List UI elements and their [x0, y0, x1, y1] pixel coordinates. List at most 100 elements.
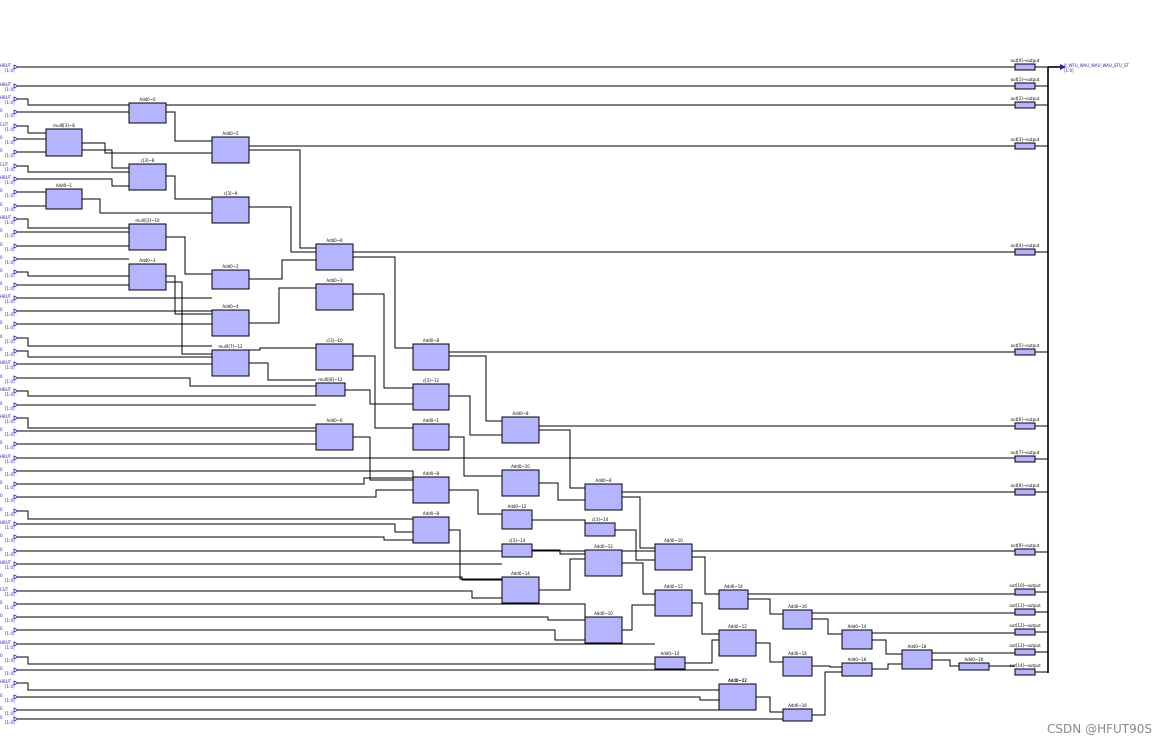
output-buffer[interactable]: out[3]~output	[1011, 137, 1048, 150]
output-buffer[interactable]: out[8]~output	[1011, 483, 1048, 496]
logic-cell[interactable]: Add0~6	[315, 238, 354, 271]
logic-cell[interactable]: Add0~6	[315, 418, 354, 451]
logic-cell[interactable]: Add0~14	[718, 584, 749, 610]
input-port[interactable]: 0[1:0]	[0, 202, 19, 212]
output-buffer[interactable]: out[0]~output	[1011, 58, 1048, 71]
input-port[interactable]: HBUT[1:0]	[0, 82, 19, 92]
input-port[interactable]: HBUT[1:0]	[0, 414, 19, 424]
input-port[interactable]: 0[1:0]	[0, 242, 19, 252]
input-port[interactable]: 0[1:0]	[0, 573, 19, 583]
output-buffer[interactable]: out[13]~output	[1009, 643, 1048, 656]
output-buffer[interactable]: out[5]~output	[1011, 343, 1048, 356]
input-port[interactable]: HBUT[1:0]	[0, 560, 19, 570]
logic-cell[interactable]: c[3]~14	[501, 538, 533, 558]
input-port[interactable]: 0[1:0]	[0, 626, 19, 636]
logic-cell[interactable]: Add0~16	[782, 703, 813, 722]
input-port[interactable]: 0[1:0]	[0, 693, 19, 703]
output-buffer[interactable]: out[9]~output	[1011, 543, 1048, 556]
input-port[interactable]: 0[1:0]	[0, 268, 19, 278]
input-port[interactable]: 0[1:0]	[0, 401, 19, 411]
logic-cell[interactable]: Add0~8	[501, 411, 540, 444]
logic-cell[interactable]: Add0~2	[211, 264, 250, 290]
input-port[interactable]: 0[1:0]	[0, 334, 19, 344]
logic-cell[interactable]: c[3]~9	[211, 191, 250, 224]
input-port[interactable]: 0[1:0]	[0, 347, 19, 357]
input-port[interactable]: 0[1:0]	[0, 613, 19, 623]
logic-cell[interactable]: mul0[7]~12	[211, 344, 250, 377]
logic-cell[interactable]: Add0~10	[584, 611, 623, 644]
input-port[interactable]: 0[1:0]	[0, 135, 19, 145]
output-buffer[interactable]: out[10]~output	[1009, 583, 1048, 596]
logic-cell[interactable]: Add0~8	[584, 478, 623, 511]
logic-cell[interactable]: Add0~5	[211, 131, 250, 164]
input-port[interactable]: HBUT[1:0]	[0, 63, 19, 73]
input-port[interactable]: 0[1:0]	[0, 600, 19, 610]
input-port[interactable]: 0[1:0]	[0, 440, 19, 450]
logic-cell[interactable]: Add0~14	[501, 571, 540, 604]
input-port[interactable]: 0[1:0]	[0, 666, 19, 676]
input-port[interactable]: HBUT[1:0]	[0, 520, 19, 530]
logic-cell[interactable]: Add0~8	[412, 471, 450, 504]
logic-cell[interactable]: Add0~0	[128, 97, 167, 124]
input-port[interactable]: 0[1:0]	[0, 427, 19, 437]
logic-cell[interactable]: Add0~16	[782, 604, 813, 630]
logic-cell[interactable]: Add0~12	[718, 624, 757, 657]
logic-cell[interactable]: mul0[8]~12	[315, 377, 346, 397]
input-port[interactable]: HBUT[1:0]	[0, 95, 19, 105]
output-buffer[interactable]: out[14]~output	[1009, 663, 1048, 676]
input-port[interactable]: 0[1:0]	[0, 320, 19, 330]
input-port[interactable]: HBUT[1:0]	[0, 294, 19, 304]
input-port[interactable]: HBUT[1:0]	[0, 360, 19, 370]
logic-cell[interactable]: Add0~14	[654, 651, 686, 670]
input-port[interactable]: 0[1:0]	[0, 493, 19, 503]
logic-cell[interactable]: Add0~1	[412, 418, 450, 451]
logic-cell[interactable]: c[3]~14	[584, 517, 616, 537]
logic-cell[interactable]: Add0~8	[412, 511, 450, 544]
output-buffer[interactable]: out[11]~output	[1009, 603, 1048, 616]
input-port[interactable]: 0[1:0]	[0, 467, 19, 477]
logic-cell[interactable]: mul0[3]~8	[45, 123, 83, 157]
logic-cell[interactable]: Add0~10	[654, 538, 693, 571]
input-port[interactable]: 0[1:0]	[0, 507, 19, 517]
input-port[interactable]: 0[1:0]	[0, 653, 19, 663]
input-port[interactable]: 0[1:0]	[0, 108, 19, 118]
logic-cell[interactable]: Add0~18	[901, 644, 933, 670]
input-port[interactable]: 0[1:0]	[0, 255, 19, 265]
input-port[interactable]: HBUT[1:0]	[0, 387, 19, 397]
input-port[interactable]: 0[1:0]	[0, 228, 19, 238]
output-port[interactable]: 0_WFU_WAU_WAU_WAU_STU_ST [1:0]	[1047, 63, 1129, 673]
output-buffer[interactable]: out[7]~output	[1011, 450, 1048, 463]
output-buffer[interactable]: out[4]~output	[1011, 243, 1048, 256]
input-port[interactable]: CUT[1:0]	[0, 162, 19, 172]
logic-cell[interactable]: c[3]~10	[315, 338, 354, 371]
input-port[interactable]: HBUT[1:0]	[0, 454, 19, 464]
output-buffer[interactable]: out[12]~output	[1009, 623, 1048, 636]
output-buffer[interactable]: out[2]~output	[1011, 96, 1048, 109]
logic-cell[interactable]: Add0~12	[718, 678, 757, 711]
logic-cell[interactable]: Add0~10	[501, 464, 540, 497]
logic-cell[interactable]: Add0~12	[501, 504, 533, 530]
input-port[interactable]: 0[1:0]	[0, 281, 19, 291]
input-port[interactable]: 0[1:0]	[0, 706, 19, 716]
logic-cell[interactable]: Add0~16	[841, 657, 873, 677]
logic-cell[interactable]: c[3]~8	[128, 158, 167, 191]
input-port[interactable]: HBUT[1:0]	[0, 679, 19, 689]
logic-cell[interactable]: Add0~20	[958, 657, 990, 671]
input-port[interactable]: 0[1:0]	[0, 188, 19, 198]
input-port[interactable]: 0[1:0]	[0, 547, 19, 557]
input-port[interactable]: CUT[1:0]	[0, 122, 19, 132]
logic-cell[interactable]: Add0~12	[654, 584, 693, 617]
logic-cell[interactable]: Add0~3	[128, 258, 167, 291]
logic-cell[interactable]: Add0~12	[584, 544, 623, 577]
input-port[interactable]: 0[1:0]	[0, 480, 19, 490]
input-port[interactable]: CUT[1:0]	[0, 587, 19, 597]
logic-cell[interactable]: c[3]~12	[412, 378, 450, 411]
input-port[interactable]: 0[1:0]	[0, 148, 19, 158]
logic-cell[interactable]: Add0~8	[412, 338, 450, 371]
logic-cell[interactable]: mul0[3]~10	[128, 218, 167, 251]
output-buffer[interactable]: out[6]~output	[1011, 417, 1048, 430]
input-port[interactable]: HBUT[1:0]	[0, 640, 19, 650]
logic-cell[interactable]: Add0~3	[315, 278, 354, 311]
logic-cell[interactable]: Add0~1	[45, 183, 83, 210]
input-port[interactable]: 0[1:0]	[0, 715, 19, 725]
